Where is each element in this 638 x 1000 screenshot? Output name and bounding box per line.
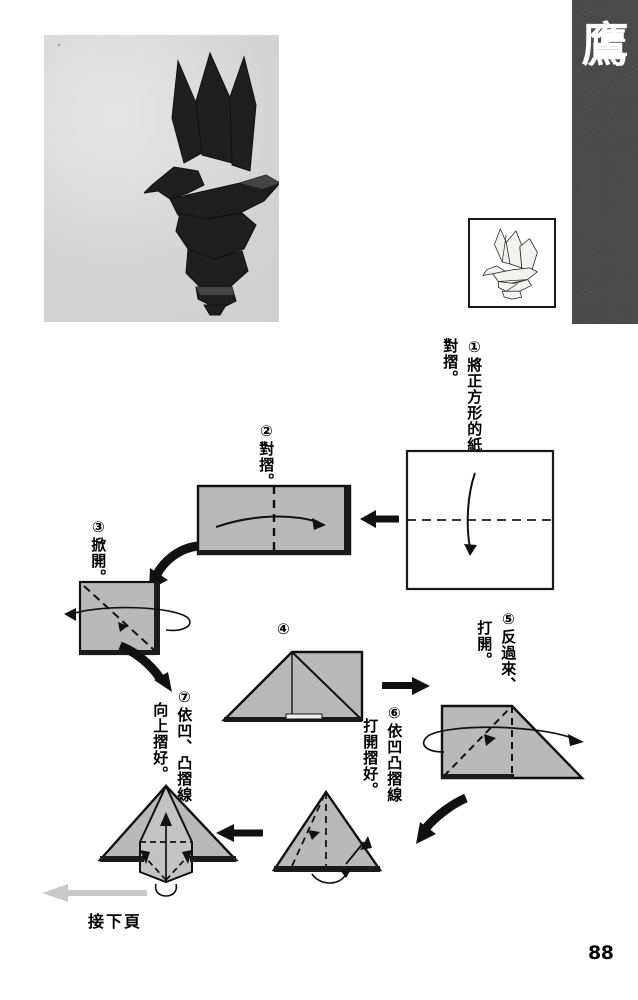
next-page-label: 接下頁 <box>88 912 143 931</box>
step-5-label-col1: ⑤反過來、 <box>499 610 518 693</box>
step-4-marker: ④ <box>277 620 290 638</box>
eagle-photo-silhouette <box>144 51 279 316</box>
arrow-step6-to-step7 <box>216 822 264 844</box>
step-7-label-col1: ⑦依凹、凸摺線 <box>175 688 194 803</box>
step-3-label: ③掀開。 <box>89 518 108 585</box>
folding-diagram-area: ①將正方形的紙 對摺。 ②對摺。 <box>0 324 638 1000</box>
arrow-step5-to-step6 <box>412 793 472 850</box>
step-1-figure <box>404 448 560 594</box>
step-6-label-col1: ⑥依凹凸摺線 <box>385 704 404 803</box>
step-7-figure <box>94 780 244 902</box>
eagle-line-drawing <box>482 228 538 300</box>
arrow-step3-to-step4 <box>116 640 178 698</box>
step-1-label-col2: 對摺。 <box>441 338 460 386</box>
arrow-step4-to-step5 <box>382 674 432 698</box>
step-2-label: ②對摺。 <box>257 422 276 489</box>
step-3-figure <box>62 576 196 662</box>
photo-speck <box>58 44 60 46</box>
inset-line-drawing-box <box>468 218 556 308</box>
step-1-label-col1: ①將正方形的紙 <box>465 338 484 453</box>
step-5-label-col2: 打開。 <box>475 620 494 668</box>
page-number: 88 <box>588 942 614 964</box>
model-name-banner: 鷹 <box>572 0 638 324</box>
origami-model-photo <box>44 35 279 322</box>
step-4-figure <box>216 644 370 730</box>
step-6-figure <box>268 786 388 892</box>
step-7-label-col2: 向上摺好。 <box>151 702 170 782</box>
step-5-figure <box>422 694 594 790</box>
model-name-character: 鷹 <box>581 18 629 73</box>
arrow-step1-to-step2 <box>360 508 400 530</box>
step-2-figure <box>194 480 358 562</box>
next-page-arrow-icon <box>42 884 147 902</box>
step-6-label-col2: 打開摺好。 <box>361 718 380 798</box>
